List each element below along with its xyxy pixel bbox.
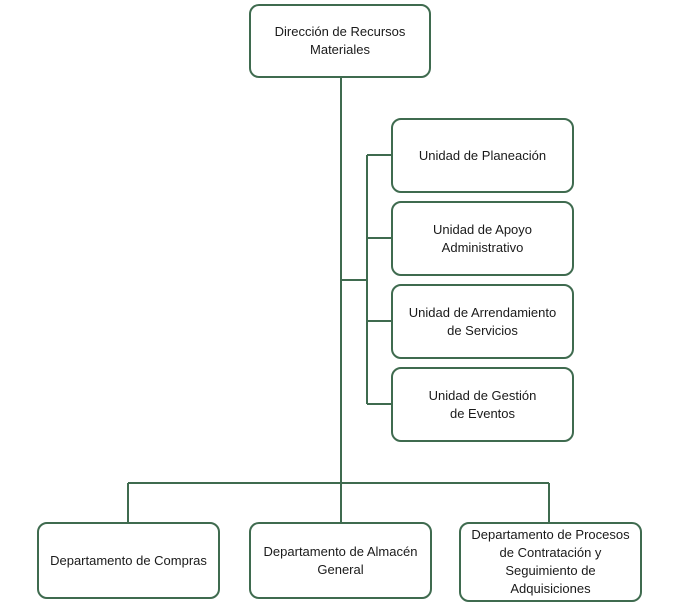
director-label: Dirección de Recursos Materiales bbox=[274, 24, 406, 57]
unit-label: Unidad de Apoyo Administrativo bbox=[432, 221, 533, 255]
department-label: Departamento de Compras bbox=[50, 552, 207, 568]
department-box-almacen: Departamento de Almacén General bbox=[249, 522, 432, 599]
department-label: Departamento de Procesos de Contratación… bbox=[471, 527, 630, 596]
unit-box-apoyo-administrativo: Unidad de Apoyo Administrativo bbox=[391, 201, 574, 276]
unit-label: Unidad de Arrendamiento de Servicios bbox=[408, 304, 557, 338]
director-box: Dirección de Recursos Materiales bbox=[249, 4, 431, 78]
department-label: Departamento de Almacén General bbox=[263, 543, 418, 577]
unit-box-arrendamiento: Unidad de Arrendamiento de Servicios bbox=[391, 284, 574, 359]
unit-box-gestion-eventos: Unidad de Gestión de Eventos bbox=[391, 367, 574, 442]
unit-box-planeacion: Unidad de Planeación bbox=[391, 118, 574, 193]
unit-label: Unidad de Planeación bbox=[418, 147, 547, 163]
department-box-compras: Departamento de Compras bbox=[37, 522, 220, 599]
department-box-procesos: Departamento de Procesos de Contratación… bbox=[459, 522, 642, 602]
unit-label: Unidad de Gestión de Eventos bbox=[428, 387, 537, 421]
